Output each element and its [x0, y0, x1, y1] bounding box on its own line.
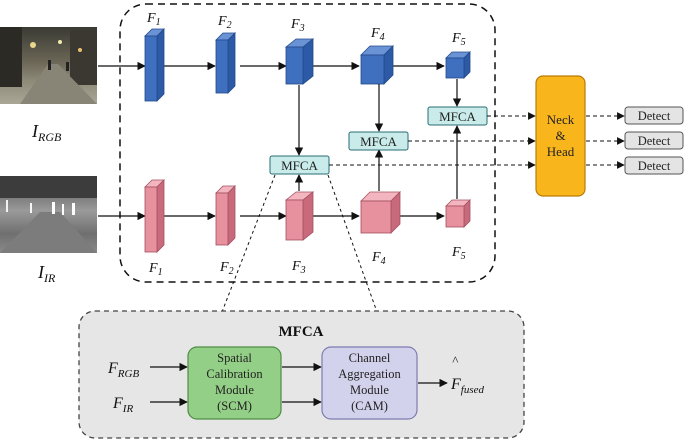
fusion-connections [294, 79, 462, 199]
backbone-region [119, 3, 496, 283]
neck-to-detect-arrows [586, 112, 625, 169]
svg-text:MFCA: MFCA [281, 158, 318, 173]
scm-module: Spatial Calibration Module (SCM) [187, 346, 282, 420]
rgb-feature-label-1: F1 [146, 11, 161, 28]
svg-text:MFCA: MFCA [360, 134, 397, 149]
ir-feature-block-5 [445, 199, 471, 228]
svg-text:Channel: Channel [349, 351, 391, 365]
mfca-block-1: MFCA [269, 155, 330, 175]
neck-head-line-2: & [555, 128, 565, 143]
svg-text:(SCM): (SCM) [217, 399, 252, 413]
svg-text:^: ^ [452, 353, 459, 368]
ir-input-image [0, 176, 97, 253]
ir-feature-label-2: F2 [219, 260, 234, 277]
rgb-feature-label-4: F4 [370, 26, 385, 43]
detect-output-3: Detect [624, 156, 684, 175]
ir-input-label: IIR [37, 262, 56, 285]
svg-text:Module: Module [215, 383, 254, 397]
svg-text:Calibration: Calibration [206, 367, 263, 381]
rgb-feature-block-4 [360, 45, 394, 85]
mfca-detail-panel: MFCA FRGB FIR Spatial Calibration Module… [78, 310, 525, 439]
neck-head-line-1: Neck [547, 112, 575, 127]
detail-input-rgb-label: FRGB [107, 360, 139, 380]
ir-feature-label-5: F5 [451, 245, 466, 262]
rgb-input-label: IRGB [31, 121, 62, 144]
ir-feature-label-1: F1 [148, 261, 163, 278]
fusion-to-neck-arrows [329, 112, 536, 169]
zoom-in-lines [221, 174, 378, 313]
rgb-feature-label-2: F2 [217, 14, 232, 31]
svg-text:MFCA: MFCA [439, 109, 476, 124]
ir-feature-block-2 [215, 185, 236, 246]
ir-feature-label-4: F4 [371, 250, 386, 267]
cam-module: Channel Aggregation Module (CAM) [321, 346, 418, 420]
ir-feature-block-3 [284, 191, 315, 241]
ir-feature-block-1 [144, 179, 165, 253]
detail-input-ir-label: FIR [112, 395, 133, 415]
ir-feature-label-3: F3 [291, 259, 306, 276]
rgb-input-image [0, 27, 97, 104]
neck-head-block: Neck & Head [535, 75, 586, 197]
ir-feature-block-4 [360, 191, 401, 234]
rgb-feature-block-1 [144, 28, 165, 102]
neck-head-line-3: Head [547, 144, 575, 159]
fused-output-label: ^ Ffused [450, 353, 485, 396]
svg-text:Detect: Detect [638, 109, 671, 123]
svg-text:Spatial: Spatial [217, 351, 252, 365]
rgb-feature-label-5: F5 [451, 31, 466, 48]
mfca-detail-title: MFCA [279, 324, 324, 340]
svg-text:Module: Module [350, 383, 389, 397]
svg-text:Detect: Detect [638, 159, 671, 173]
mfca-block-3: MFCA [427, 106, 488, 126]
svg-text:Ffused: Ffused [450, 376, 485, 396]
mfca-block-2: MFCA [348, 131, 409, 151]
rgb-feature-block-5 [445, 51, 471, 79]
svg-text:Detect: Detect [638, 134, 671, 148]
detect-output-2: Detect [624, 131, 684, 150]
rgb-feature-label-3: F3 [290, 17, 305, 34]
detect-output-1: Detect [624, 106, 684, 125]
svg-text:(CAM): (CAM) [351, 399, 388, 413]
rgb-feature-block-3 [284, 38, 315, 85]
rgb-feature-block-2 [215, 32, 236, 94]
svg-text:Aggregation: Aggregation [338, 367, 401, 381]
